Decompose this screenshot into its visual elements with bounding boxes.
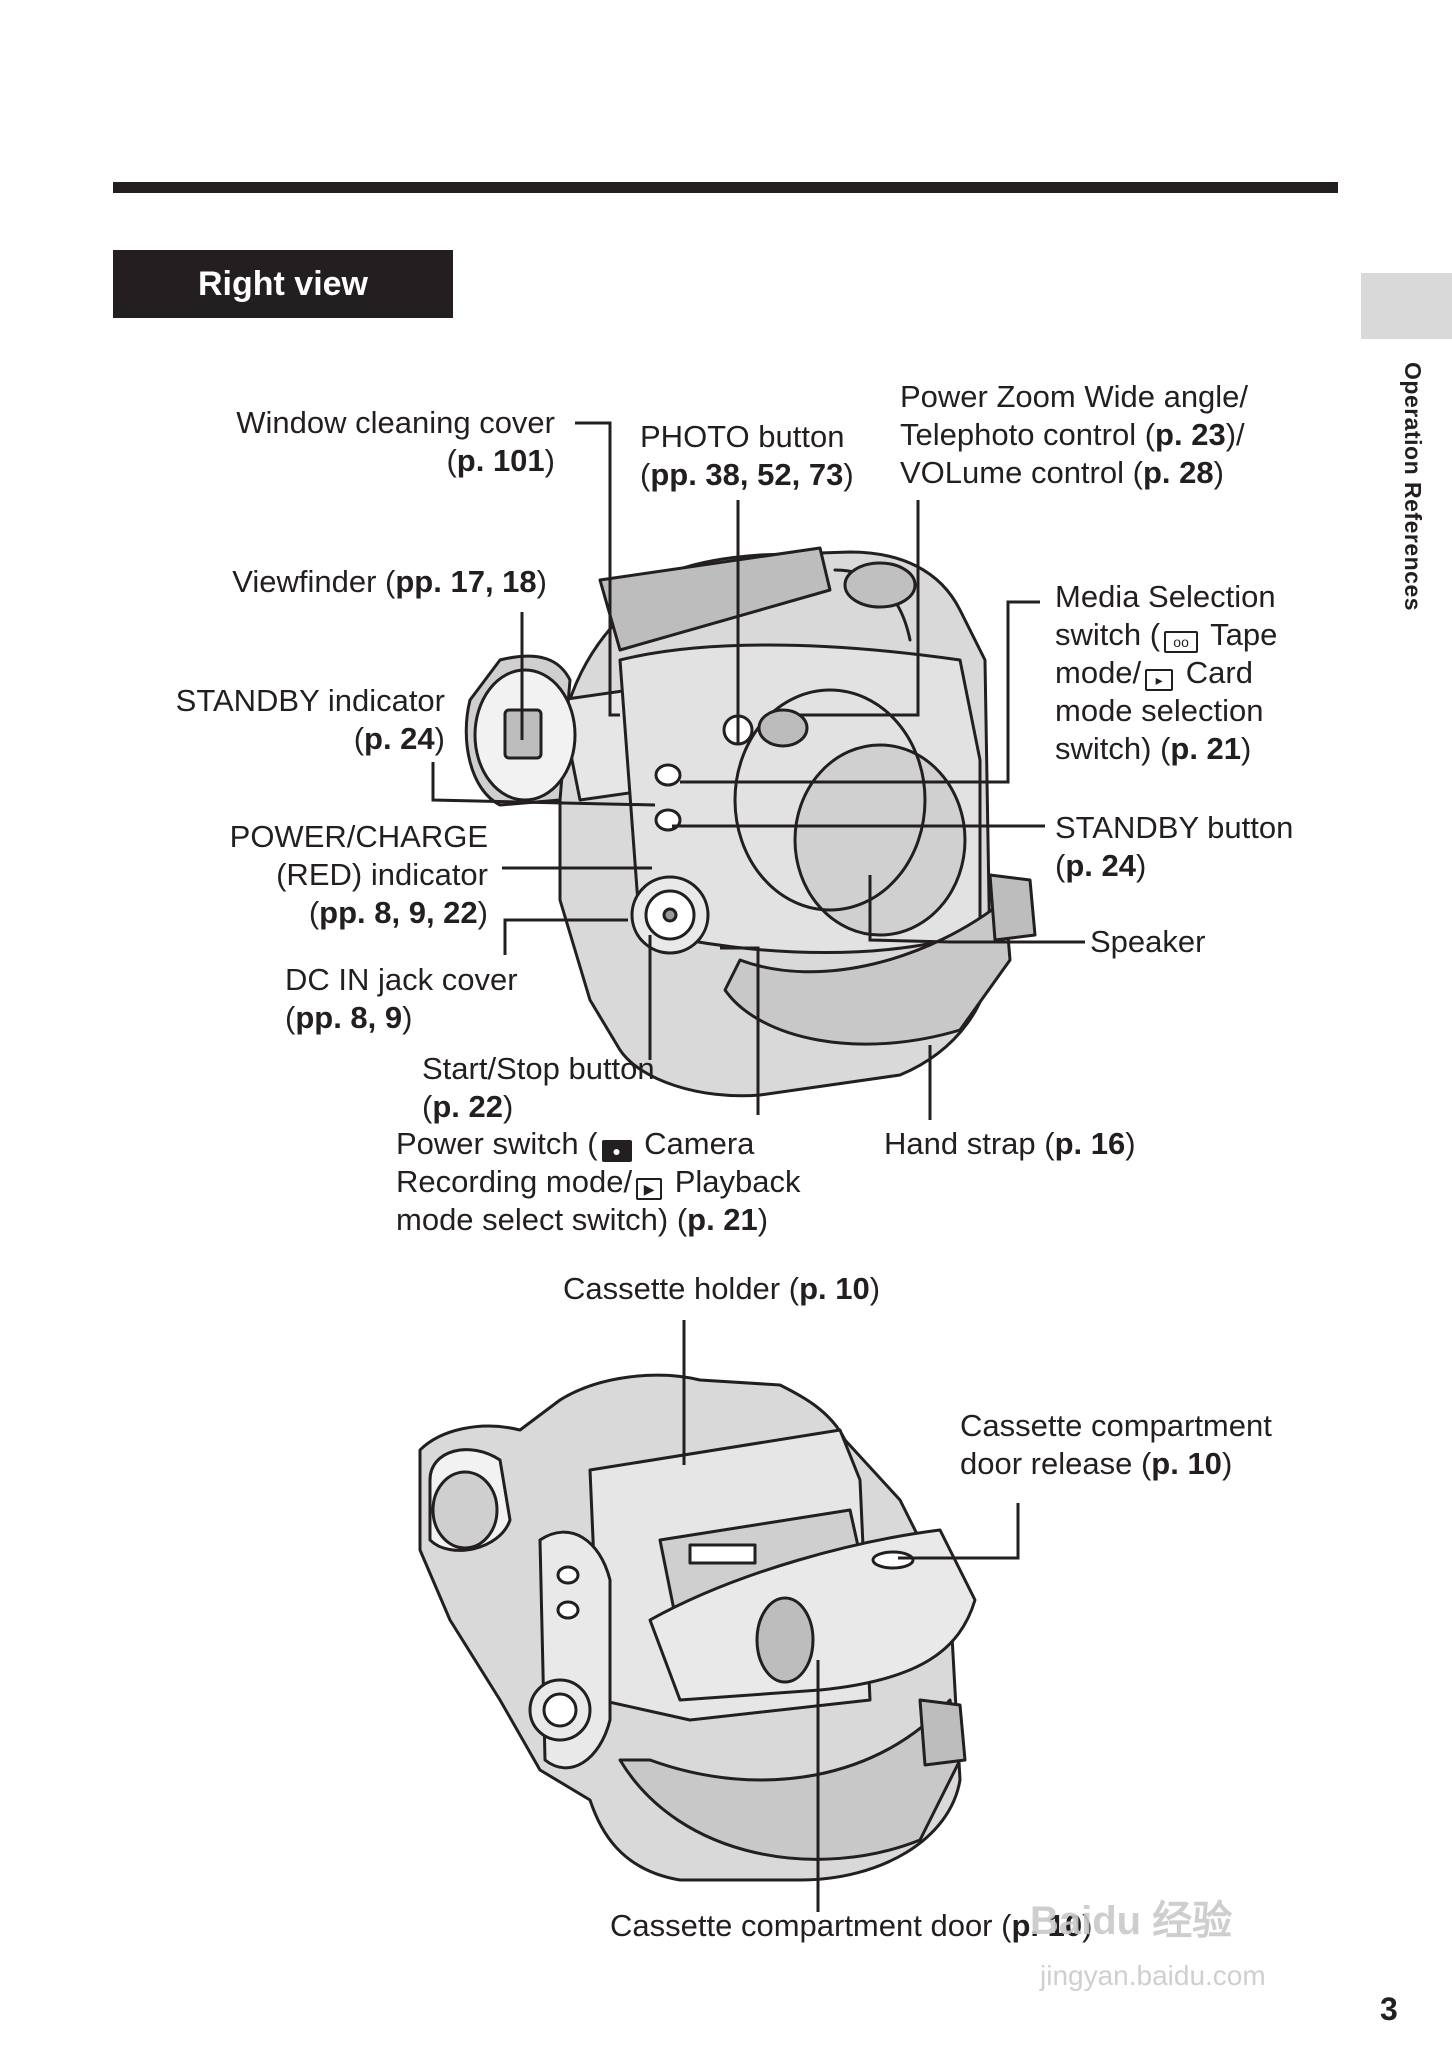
page-number: 3: [1380, 1991, 1398, 2027]
leader-lines: [431, 421, 1085, 1912]
camcorder-cassette-view: [418, 1373, 977, 1882]
card-icon: ▸: [1145, 669, 1174, 691]
label-cassette-holder: Cassette holder (p. 10): [563, 1271, 881, 1306]
label-dc-in: DC IN jack cover (pp. 8, 9): [285, 962, 518, 1035]
label-power-charge: POWER/CHARGE (RED) indicator (pp. 8, 9, …: [229, 819, 488, 930]
label-media-selection: Media Selection switch (oo Tape mode/▸ C…: [1055, 579, 1278, 766]
play-icon: ▶: [636, 1178, 663, 1200]
label-power-switch: Power switch (● Camera Recording mode/▶ …: [396, 1126, 801, 1237]
label-hand-strap: Hand strap (p. 16): [884, 1126, 1136, 1161]
label-viewfinder: Viewfinder (pp. 17, 18): [232, 564, 547, 599]
label-compartment-door: Cassette compartment door (p. 10): [610, 1908, 1093, 1943]
label-standby-button: STANDBY button (p. 24): [1055, 810, 1294, 883]
label-start-stop: Start/Stop button (p. 22): [422, 1051, 655, 1124]
side-label: Operation References: [1400, 362, 1426, 612]
side-tab: [1361, 273, 1452, 339]
section-title: Right view: [113, 250, 453, 318]
camera-icon: ●: [601, 1140, 632, 1162]
camcorder-right-view: [464, 546, 1037, 1098]
label-speaker: Speaker: [1090, 924, 1206, 959]
watermark-logo: Baidu 经验: [1030, 1899, 1233, 1943]
tape-icon: oo: [1164, 631, 1199, 653]
label-power-zoom: Power Zoom Wide angle/ Telephoto control…: [900, 379, 1249, 490]
label-standby-indicator: STANDBY indicator (p. 24): [175, 683, 445, 756]
label-photo-button: PHOTO button (pp. 38, 52, 73): [640, 419, 854, 492]
label-door-release: Cassette compartment door release (p. 10…: [960, 1408, 1272, 1481]
label-window-cleaning-cover: Window cleaning cover (p. 101): [236, 405, 555, 478]
watermark-url: jingyan.baidu.com: [1040, 1960, 1266, 1991]
top-rule: [113, 182, 1338, 193]
